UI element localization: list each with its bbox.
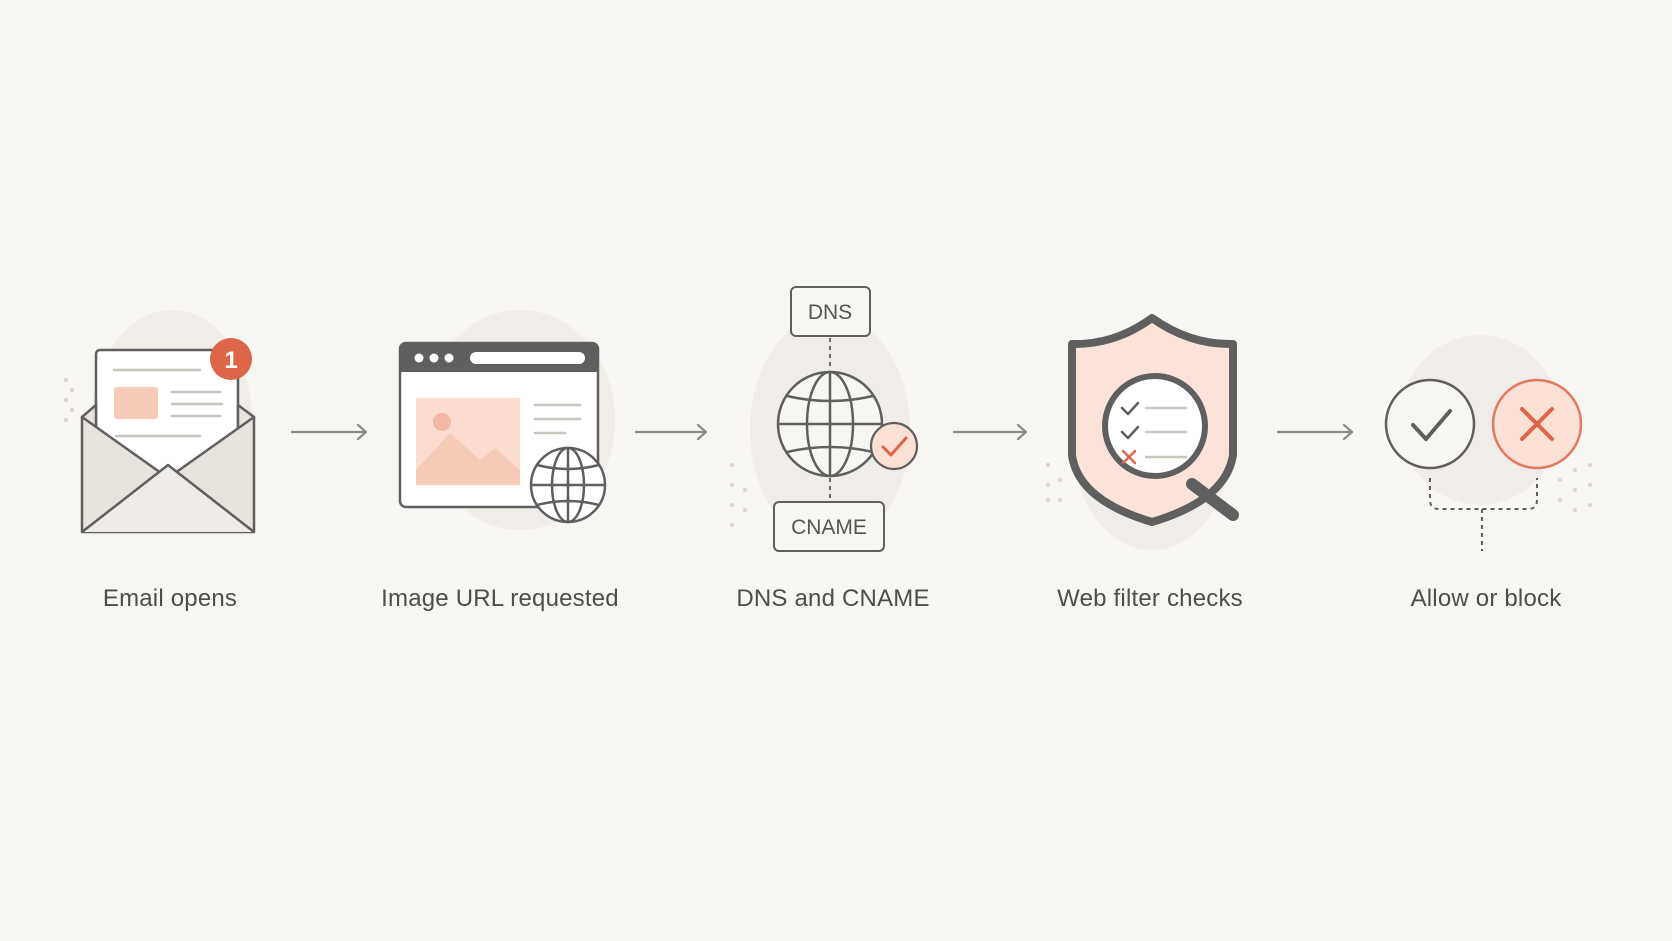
globe-icon bbox=[776, 370, 884, 478]
svg-text:1: 1 bbox=[224, 347, 237, 374]
arrow-1 bbox=[290, 423, 368, 441]
cname-box: CNAME bbox=[773, 501, 885, 552]
step-label-dns-and-cname: DNS and CNAME bbox=[736, 585, 930, 612]
globe-icon bbox=[529, 446, 607, 524]
arrow-3 bbox=[952, 423, 1028, 441]
decorative-dots bbox=[63, 377, 1593, 528]
step-label-web-filter-checks: Web filter checks bbox=[1057, 585, 1243, 612]
arrow-2 bbox=[634, 423, 708, 441]
svg-text:CNAME: CNAME bbox=[791, 516, 867, 539]
check-badge-icon bbox=[869, 421, 919, 471]
close-icon bbox=[1520, 407, 1554, 441]
step-label-image-url-requested: Image URL requested bbox=[381, 585, 619, 612]
arrow-4 bbox=[1276, 423, 1354, 441]
shield-magnifier-icon bbox=[1068, 314, 1239, 526]
check-icon bbox=[1411, 409, 1452, 441]
envelope-icon bbox=[80, 348, 256, 534]
step-label-allow-or-block: Allow or block bbox=[1410, 585, 1562, 612]
step-label-email-opens: Email opens bbox=[102, 585, 238, 612]
dns-box: DNS bbox=[790, 286, 871, 337]
allow-block-icon bbox=[1384, 378, 1583, 551]
notification-badge: 1 bbox=[210, 338, 252, 380]
svg-text:DNS: DNS bbox=[808, 301, 852, 324]
